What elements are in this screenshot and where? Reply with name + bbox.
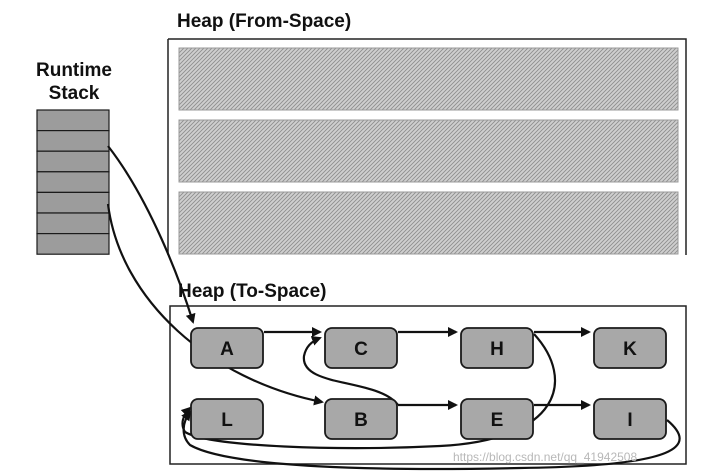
object-box [324,327,398,369]
edge-i-to-l [181,410,681,471]
object-box [593,398,667,440]
object-label: E [491,410,504,431]
object-label: A [220,339,234,360]
edge-stack-slot-2-to-a [107,145,196,324]
runtime-stack-title-line2: Stack [49,83,100,104]
runtime-stack [36,109,110,255]
from-space-frame [168,38,687,255]
runtime-stack-title-line1: Runtime [36,60,112,81]
reference-edges [106,145,681,471]
object-node-k: K [593,327,667,369]
object-node-l: L [190,398,264,440]
from-space-block [178,47,679,111]
stack-slot [36,171,110,194]
edge-stack-slot-5-to-b [106,203,324,406]
stack-slot [36,212,110,235]
stack-slot [36,109,110,132]
stack-slot [36,150,110,173]
stack-slot [36,130,110,152]
object-box [190,327,264,369]
object-box [460,327,534,369]
object-node-a: A [190,327,264,369]
object-label: I [627,410,632,431]
object-label: L [221,410,233,431]
from-space-title: Heap (From-Space) [177,11,351,32]
to-space-title: Heap (To-Space) [178,281,327,302]
from-space-block [178,119,679,183]
from-space-blocks [178,47,679,255]
object-label: H [490,339,504,360]
from-space-block [178,191,679,255]
edge-b-to-c [302,336,399,406]
object-node-i: I [593,398,667,440]
object-node-b: B [324,398,398,440]
to-space-frame [169,305,687,465]
object-box [593,327,667,369]
stack-slot [36,233,110,255]
object-node-e: E [460,398,534,440]
object-label: B [354,410,368,431]
object-label: C [354,339,368,360]
to-space-objects: A C H K L B E I [190,327,667,440]
object-box [324,398,398,440]
watermark-text: https://blog.csdn.net/qq_41942508 [453,450,637,464]
object-node-c: C [324,327,398,369]
object-box [190,398,264,440]
stack-slot [36,191,110,214]
object-box [460,398,534,440]
object-node-h: H [460,327,534,369]
object-label: K [623,339,637,360]
